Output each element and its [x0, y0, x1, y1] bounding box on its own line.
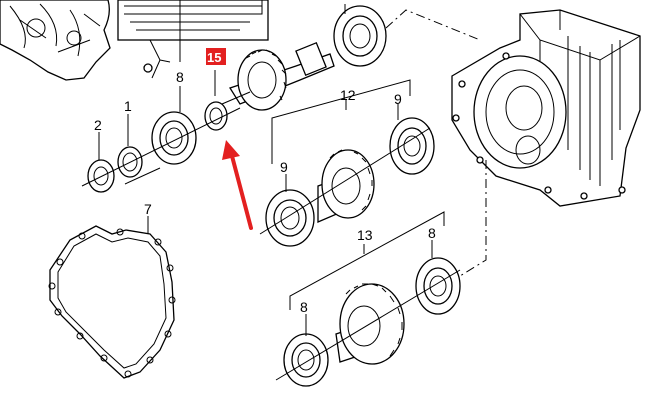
ring-1	[117, 114, 143, 178]
gasket-7	[48, 216, 176, 379]
label-part-9-right: 9	[394, 91, 402, 107]
label-part-8-lower-left: 8	[300, 299, 308, 315]
bracket-top	[179, 0, 263, 62]
label-part-7: 7	[144, 201, 152, 217]
label-part-8-lower-right: 8	[428, 225, 436, 241]
gear-12	[259, 104, 435, 247]
transmission-assembly	[0, 0, 269, 81]
label-part-13: 13	[357, 227, 373, 243]
bracket-13	[289, 211, 445, 310]
bracket-12	[271, 79, 411, 164]
part-15-seal	[204, 70, 228, 131]
leader-dashed-top	[385, 9, 481, 41]
label-part-1: 1	[124, 98, 132, 114]
label-part-15: 15	[207, 50, 221, 65]
part-15-highlight-box	[206, 48, 226, 65]
leader-dashed-right	[459, 160, 487, 277]
bearing-8-upper	[151, 86, 197, 165]
red-arrow-icon	[222, 140, 253, 230]
gear-13	[275, 240, 461, 387]
input-shaft	[221, 41, 335, 111]
bearing-top-right	[333, 4, 387, 67]
label-part-2: 2	[94, 117, 102, 133]
shim-2	[87, 132, 115, 193]
label-part-12: 12	[340, 87, 356, 103]
label-part-9-left: 9	[280, 159, 288, 175]
label-part-8-upper: 8	[176, 69, 184, 85]
transfer-case-housing	[451, 9, 641, 207]
